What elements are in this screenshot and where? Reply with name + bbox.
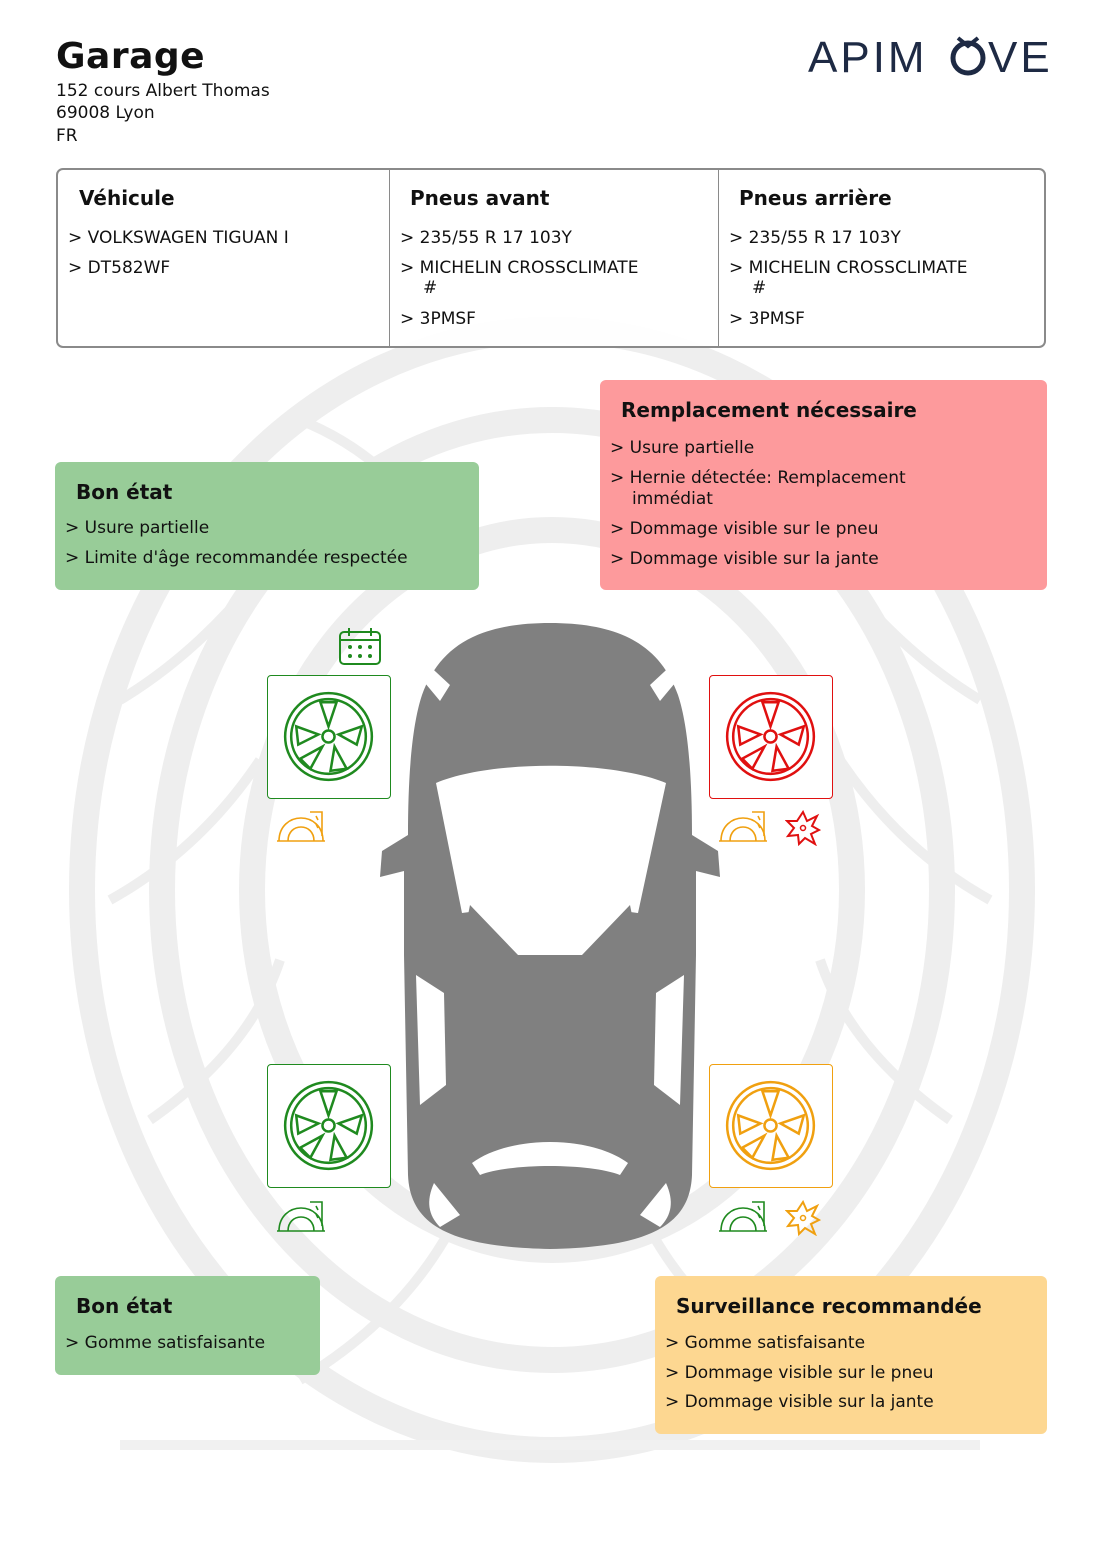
vehicle-column: Véhicule > VOLKSWAGEN TIGUAN I > DT582WF [58, 170, 389, 346]
tread-icon [719, 811, 767, 842]
front-left-status-box: Bon état > Usure partielle > Limite d'âg… [55, 462, 479, 590]
damage-icon [785, 1200, 821, 1236]
front-left-rim-icon [283, 691, 374, 782]
front-tyre-3pmsf: > 3PMSF [400, 309, 476, 329]
status-title: Surveillance recommandée [676, 1294, 982, 1318]
car-top-view [380, 623, 720, 1249]
tread-icon [277, 1201, 325, 1232]
vehicle-plate: > DT582WF [68, 258, 171, 278]
tread-icon [277, 811, 325, 842]
garage-title: Garage [56, 36, 206, 77]
status-line: > Dommage visible sur la jante [610, 549, 879, 569]
rear-tyre-3pmsf: > 3PMSF [729, 309, 805, 329]
tyre-info-table: Véhicule > VOLKSWAGEN TIGUAN I > DT582WF… [56, 168, 1046, 348]
front-tyres-column: Pneus avant > 235/55 R 17 103Y > MICHELI… [389, 170, 719, 346]
front-tyre-size: > 235/55 R 17 103Y [400, 228, 572, 248]
rear-tyres-column: Pneus arrière > 235/55 R 17 103Y > MICHE… [718, 170, 1044, 346]
calendar-icon [339, 628, 381, 665]
status-line: > Dommage visible sur la jante [665, 1392, 934, 1412]
status-title: Bon état [76, 1294, 173, 1318]
rear-left-rim-icon [283, 1080, 374, 1171]
rear-tyre-model: > MICHELIN CROSSCLIMATE # [729, 258, 968, 298]
status-line: > Dommage visible sur le pneu [610, 519, 879, 539]
front-tyre-model: > MICHELIN CROSSCLIMATE # [400, 258, 639, 298]
garage-address-city: 69008 Lyon [56, 103, 155, 123]
front-right-status-box: Remplacement nécessaire > Usure partiell… [600, 380, 1047, 590]
rear-tyres-header: Pneus arrière [739, 186, 892, 210]
tread-icon [719, 1201, 767, 1232]
status-title: Remplacement nécessaire [621, 398, 917, 422]
status-line: > Dommage visible sur le pneu [665, 1363, 934, 1383]
svg-text:VE: VE [988, 33, 1050, 82]
rear-tyre-size: > 235/55 R 17 103Y [729, 228, 901, 248]
rear-right-rim-icon [725, 1080, 816, 1171]
rear-left-status-box: Bon état > Gomme satisfaisante [55, 1276, 320, 1375]
status-line: > Usure partielle [610, 438, 755, 458]
damage-icon [785, 810, 821, 846]
status-line: > Hernie détectée: Remplacement immédiat [610, 468, 906, 509]
status-title: Bon état [76, 480, 173, 504]
apimove-logo: APIM VE [808, 33, 1050, 82]
rear-right-wheel[interactable] [709, 1064, 833, 1188]
rear-left-wheel[interactable] [267, 1064, 391, 1188]
front-tyres-header: Pneus avant [410, 186, 550, 210]
status-line: > Gomme satisfaisante [665, 1333, 866, 1353]
front-left-wheel[interactable] [267, 675, 391, 799]
status-line: > Limite d'âge recommandée respectée [65, 548, 408, 568]
status-line: > Usure partielle [65, 518, 210, 538]
garage-address-country: FR [56, 126, 78, 146]
garage-address-street: 152 cours Albert Thomas [56, 81, 270, 101]
rear-right-status-box: Surveillance recommandée > Gomme satisfa… [655, 1276, 1047, 1434]
front-right-wheel[interactable] [709, 675, 833, 799]
front-right-rim-icon [725, 691, 816, 782]
vehicle-model: > VOLKSWAGEN TIGUAN I [68, 228, 289, 248]
svg-text:APIM: APIM [808, 33, 928, 82]
vehicle-header: Véhicule [79, 186, 175, 210]
status-line: > Gomme satisfaisante [65, 1333, 266, 1353]
